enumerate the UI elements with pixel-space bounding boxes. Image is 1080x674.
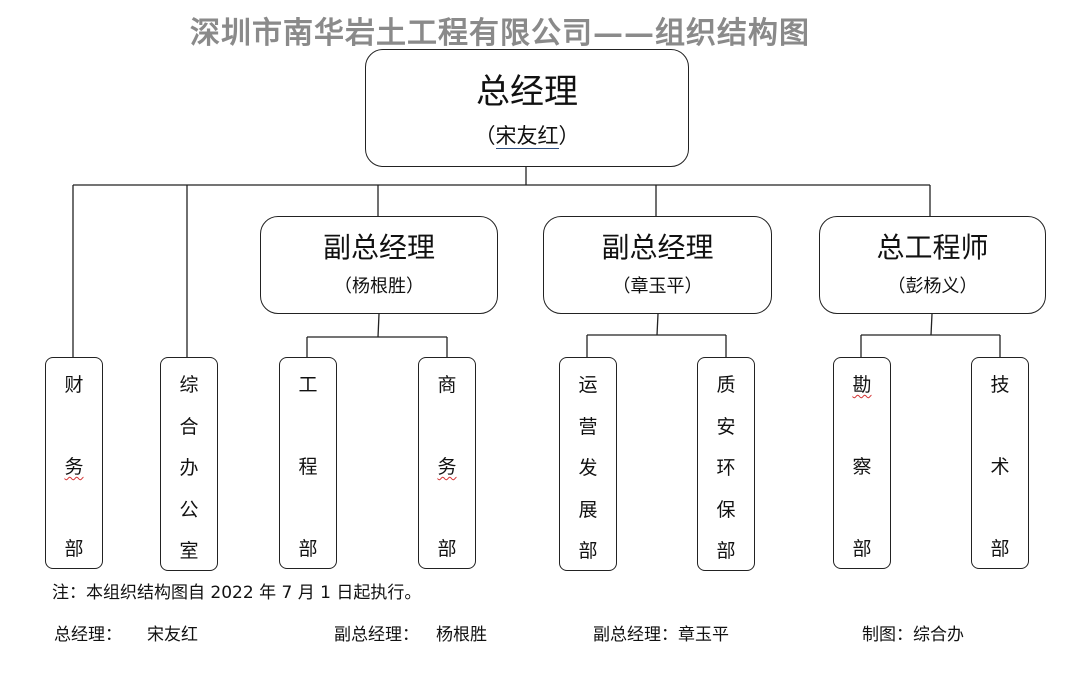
dept-operations-development: 运 营 发 展 部 xyxy=(559,357,617,571)
dept-char: 办 xyxy=(179,457,199,479)
footer-gm-label: 总经理： xyxy=(54,625,122,645)
dept-char: 营 xyxy=(578,415,598,438)
footer-maker: 制图：综合办 xyxy=(862,625,964,645)
node-person: （章玉平） xyxy=(612,276,703,297)
node-role: 副总经理 xyxy=(322,231,435,264)
dept-char: 部 xyxy=(716,540,736,562)
dept-quality-safety-env: 质 安 环 保 部 xyxy=(697,357,755,571)
dept-char: 合 xyxy=(179,415,199,438)
dept-char: 综 xyxy=(179,374,199,396)
dept-char: 安 xyxy=(716,415,736,438)
footer-dgm1-name: 杨根胜 xyxy=(436,625,487,645)
paren-open: （ xyxy=(474,124,496,148)
node-person: （宋友红） xyxy=(366,122,688,150)
dept-char: 务 xyxy=(437,456,457,478)
dept-char: 商 xyxy=(437,374,457,396)
dept-char: 工 xyxy=(298,374,318,396)
dept-survey: 勘 察 部 xyxy=(833,357,891,569)
dept-char: 技 xyxy=(990,374,1010,396)
dept-char: 部 xyxy=(990,538,1010,560)
node-role: 副总经理 xyxy=(601,231,714,264)
node-deputy-gm-2: 副总经理 （章玉平） xyxy=(543,216,772,314)
connector-line xyxy=(656,313,659,336)
connector-line xyxy=(377,313,380,338)
dept-char: 程 xyxy=(298,456,318,478)
dept-char: 运 xyxy=(578,374,598,396)
dept-char: 勘 xyxy=(852,374,872,396)
node-deputy-gm-1: 副总经理 （杨根胜） xyxy=(260,216,498,314)
effective-date-note: 注：本组织结构图自 2022 年 7 月 1 日起执行。 xyxy=(52,583,422,603)
dept-engineering: 工 程 部 xyxy=(279,357,337,569)
dept-technology: 技 术 部 xyxy=(971,357,1029,569)
dept-char: 部 xyxy=(437,538,457,560)
connector-line xyxy=(930,313,933,336)
node-person: （彭杨义） xyxy=(887,276,978,297)
node-role: 总工程师 xyxy=(876,231,989,264)
dept-finance: 财 务 部 xyxy=(45,357,103,569)
dept-char: 公 xyxy=(179,498,199,521)
dept-char: 部 xyxy=(64,538,84,560)
page-title: 深圳市南华岩土工程有限公司——组织结构图 xyxy=(190,16,810,51)
dept-char: 展 xyxy=(578,498,598,521)
footer-dgm2: 副总经理：章玉平 xyxy=(593,625,729,645)
dept-char: 室 xyxy=(179,540,199,562)
footer-dgm1-label: 副总经理： xyxy=(334,625,419,645)
node-person-name: 宋友红 xyxy=(495,124,559,149)
node-chief-engineer: 总工程师 （彭杨义） xyxy=(819,216,1046,314)
dept-char: 部 xyxy=(298,538,318,560)
dept-char: 察 xyxy=(852,456,872,478)
dept-char: 部 xyxy=(578,540,598,562)
node-role: 总经理 xyxy=(476,72,578,112)
node-general-manager: 总经理 （宋友红） xyxy=(365,49,689,167)
dept-business: 商 务 部 xyxy=(418,357,476,569)
dept-char: 部 xyxy=(852,538,872,560)
dept-char: 环 xyxy=(716,457,736,479)
dept-char: 术 xyxy=(990,456,1010,478)
dept-general-office: 综 合 办 公 室 xyxy=(160,357,218,571)
dept-char: 质 xyxy=(716,374,736,396)
dept-char: 务 xyxy=(64,456,84,478)
footer-gm-name: 宋友红 xyxy=(147,625,198,645)
dept-char: 发 xyxy=(578,457,598,479)
paren-close: ） xyxy=(558,124,580,148)
dept-char: 保 xyxy=(716,498,736,521)
node-person: （杨根胜） xyxy=(334,276,424,297)
dept-char: 财 xyxy=(64,374,84,396)
